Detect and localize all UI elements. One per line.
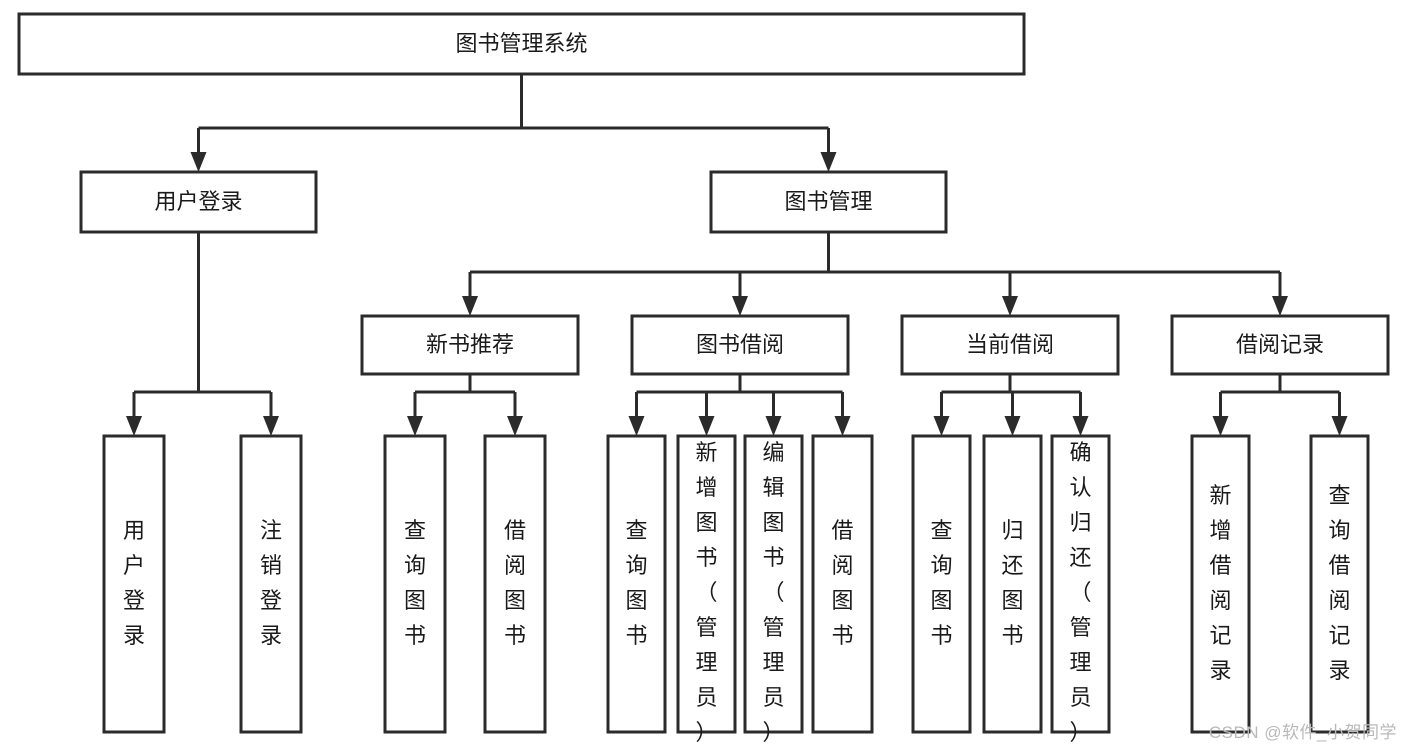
node-box-borrow-book-1	[483, 434, 547, 734]
node-query-borrow-record[interactable]: 查询借阅记录	[1309, 434, 1370, 734]
node-book-borrow[interactable]: 图书借阅	[630, 314, 850, 376]
node-box-new-book-recommend	[360, 314, 580, 376]
node-borrow-book-2[interactable]: 借阅图书	[811, 434, 874, 734]
arrow-head-icon	[1272, 296, 1288, 316]
node-root[interactable]: 图书管理系统	[17, 12, 1026, 76]
node-label-add-borrow-record: 新增借阅记录	[1209, 483, 1231, 683]
node-box-query-book-1	[383, 434, 447, 734]
csdn-watermark: CSDN @软件_小贺同学	[1208, 723, 1397, 742]
node-label-borrow-book-2: 借阅图书	[831, 518, 853, 648]
node-label-query-book-2: 查询图书	[625, 518, 647, 648]
node-query-book-3[interactable]: 查询图书	[911, 434, 972, 734]
node-add-borrow-record[interactable]: 新增借阅记录	[1190, 434, 1251, 734]
node-box-book-manage	[709, 170, 948, 234]
node-label-book-borrow: 图书借阅	[696, 332, 784, 357]
arrow-head-icon	[507, 416, 523, 436]
arrow-head-icon	[765, 416, 782, 436]
node-label-user-logout: 注销登录	[260, 518, 282, 648]
arrow-head-icon	[732, 296, 748, 316]
node-box-query-borrow-record	[1309, 434, 1370, 734]
node-user-logout[interactable]: 注销登录	[239, 434, 303, 734]
arrow-head-icon	[190, 152, 207, 172]
arrow-head-icon	[834, 416, 851, 436]
node-label-edit-book-admin: 编辑图书（管理员）	[762, 440, 784, 745]
node-label-user-login: 用户登录	[154, 189, 242, 214]
node-box-add-borrow-record	[1190, 434, 1251, 734]
node-box-book-borrow	[630, 314, 850, 376]
arrow-head-icon	[1002, 296, 1018, 316]
node-borrow-record[interactable]: 借阅记录	[1170, 314, 1390, 376]
node-box-root	[17, 12, 1026, 76]
node-label-query-borrow-record: 查询借阅记录	[1328, 483, 1350, 683]
node-query-book-1[interactable]: 查询图书	[383, 434, 447, 734]
node-label-root: 图书管理系统	[455, 31, 587, 56]
arrow-head-icon	[820, 152, 837, 172]
connectors-layer	[126, 74, 1348, 436]
arrow-head-icon	[1331, 416, 1348, 436]
node-add-book-admin[interactable]: 新增图书（管理员）	[676, 434, 737, 745]
node-label-book-manage: 图书管理	[784, 189, 872, 214]
node-label-confirm-return-admin: 确认归还（管理员）	[1069, 440, 1091, 745]
node-edit-book-admin[interactable]: 编辑图书（管理员）	[743, 434, 804, 745]
arrow-head-icon	[126, 416, 142, 436]
node-box-user-login-do	[102, 434, 166, 734]
nodes-layer: 图书管理系统用户登录用户登录注销登录图书管理新书推荐查询图书借阅图书图书借阅查询…	[17, 12, 1390, 745]
node-label-new-book-recommend: 新书推荐	[426, 332, 514, 357]
node-label-query-book-1: 查询图书	[404, 518, 426, 648]
node-user-login[interactable]: 用户登录	[79, 170, 318, 234]
node-query-book-2[interactable]: 查询图书	[606, 434, 667, 734]
node-box-edit-book-admin	[743, 434, 804, 734]
arrow-head-icon	[933, 416, 950, 436]
arrow-head-icon	[462, 296, 478, 316]
node-box-return-book	[982, 434, 1043, 734]
node-box-borrow-record	[1170, 314, 1390, 376]
node-label-return-book: 归还图书	[1001, 518, 1023, 648]
node-label-current-borrow: 当前借阅	[966, 332, 1054, 357]
node-new-book-recommend[interactable]: 新书推荐	[360, 314, 580, 376]
node-box-query-book-3	[911, 434, 972, 734]
node-label-borrow-book-1: 借阅图书	[504, 518, 526, 648]
node-label-user-login-do: 用户登录	[123, 518, 145, 648]
arrow-head-icon	[1212, 416, 1229, 436]
arrow-head-icon	[1072, 416, 1089, 436]
node-box-user-login	[79, 170, 318, 234]
node-return-book[interactable]: 归还图书	[982, 434, 1043, 734]
node-user-login-do[interactable]: 用户登录	[102, 434, 166, 734]
node-current-borrow[interactable]: 当前借阅	[900, 314, 1120, 376]
node-label-borrow-record: 借阅记录	[1236, 332, 1324, 357]
arrow-head-icon	[628, 416, 645, 436]
node-label-query-book-3: 查询图书	[930, 518, 952, 648]
arrow-head-icon	[407, 416, 423, 436]
node-borrow-book-1[interactable]: 借阅图书	[483, 434, 547, 734]
node-box-user-logout	[239, 434, 303, 734]
arrow-head-icon	[1004, 416, 1021, 436]
node-box-confirm-return-admin	[1050, 434, 1111, 734]
node-box-borrow-book-2	[811, 434, 874, 734]
node-label-add-book-admin: 新增图书（管理员）	[695, 440, 717, 745]
node-book-manage[interactable]: 图书管理	[709, 170, 948, 234]
arrow-head-icon	[263, 416, 279, 436]
node-confirm-return-admin[interactable]: 确认归还（管理员）	[1050, 434, 1111, 745]
node-box-query-book-2	[606, 434, 667, 734]
node-box-add-book-admin	[676, 434, 737, 734]
arrow-head-icon	[698, 416, 715, 436]
node-box-current-borrow	[900, 314, 1120, 376]
